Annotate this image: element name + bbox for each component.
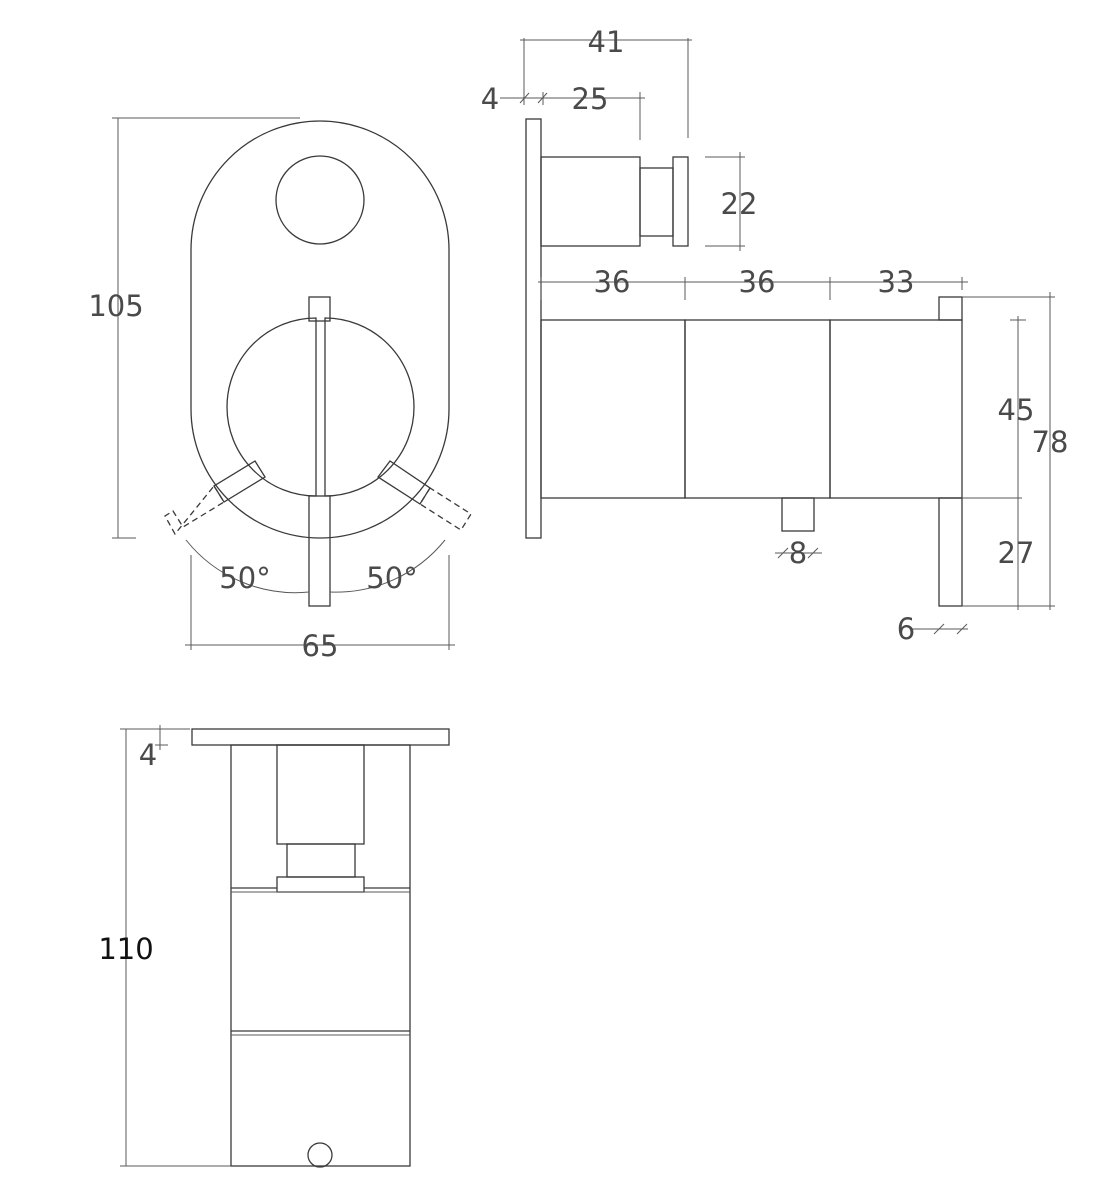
side-wall-plate bbox=[525, 118, 542, 539]
dim-side-bar-thickness: 6 bbox=[897, 612, 915, 646]
front-lever-left-solid bbox=[213, 460, 266, 503]
side-knob-cap bbox=[672, 156, 689, 247]
front-upper-knob bbox=[275, 155, 365, 245]
dim-side-knob-diameter: 22 bbox=[721, 187, 758, 221]
angle-arc-left bbox=[185, 539, 310, 594]
front-plate-outline bbox=[190, 120, 450, 539]
dim-side-outlet-width: 8 bbox=[789, 536, 807, 570]
front-lever-top bbox=[308, 296, 331, 322]
dim-top-total-length: 110 bbox=[98, 932, 153, 966]
side-body-section-3 bbox=[829, 319, 963, 499]
front-lever-right-solid bbox=[377, 460, 431, 505]
dim-side-section-3: 33 bbox=[878, 265, 915, 299]
side-end-bar-top bbox=[938, 296, 963, 321]
dim-side-body-height: 45 bbox=[998, 393, 1035, 427]
top-knob-cap bbox=[276, 876, 365, 893]
top-view: 4 110 bbox=[98, 725, 450, 1168]
dim-side-outlet-drop: 27 bbox=[998, 536, 1035, 570]
top-body bbox=[230, 744, 411, 1167]
dim-top-plate-thickness: 4 bbox=[139, 738, 157, 772]
side-end-bar-bottom bbox=[938, 497, 963, 607]
dim-front-width: 65 bbox=[302, 629, 339, 663]
dim-front-height: 105 bbox=[88, 289, 143, 323]
front-lever-left-dashed bbox=[164, 484, 225, 536]
dim-side-total-height: 78 bbox=[1032, 425, 1069, 459]
top-knob-body bbox=[276, 744, 365, 845]
front-knob-left-half bbox=[226, 317, 317, 497]
side-body-section-1 bbox=[540, 319, 686, 499]
side-view: 41 4 25 22 36 36 33 45 78 27 8 6 bbox=[481, 25, 1069, 646]
angle-arc-right bbox=[329, 539, 446, 593]
top-outlet-hole bbox=[307, 1142, 333, 1168]
dim-side-section-1: 36 bbox=[594, 265, 631, 299]
front-lever-right-dashed bbox=[419, 487, 472, 531]
top-plate bbox=[191, 728, 450, 746]
side-knob-neck bbox=[639, 167, 674, 237]
front-lever-bottom bbox=[308, 495, 331, 607]
side-knob-body bbox=[540, 156, 641, 247]
dim-angle-right: 50° bbox=[366, 561, 417, 595]
side-outlet bbox=[781, 497, 815, 532]
top-knob-neck bbox=[286, 843, 356, 878]
dim-side-total-depth: 41 bbox=[588, 25, 625, 59]
front-view: 105 65 50° 50° bbox=[88, 117, 472, 663]
dim-angle-left: 50° bbox=[219, 561, 270, 595]
dim-side-knob-depth: 25 bbox=[572, 82, 609, 116]
side-body-section-2 bbox=[684, 319, 831, 499]
dim-side-section-2: 36 bbox=[739, 265, 776, 299]
dim-side-plate-thickness: 4 bbox=[481, 82, 499, 116]
front-knob-right-half bbox=[324, 317, 415, 497]
